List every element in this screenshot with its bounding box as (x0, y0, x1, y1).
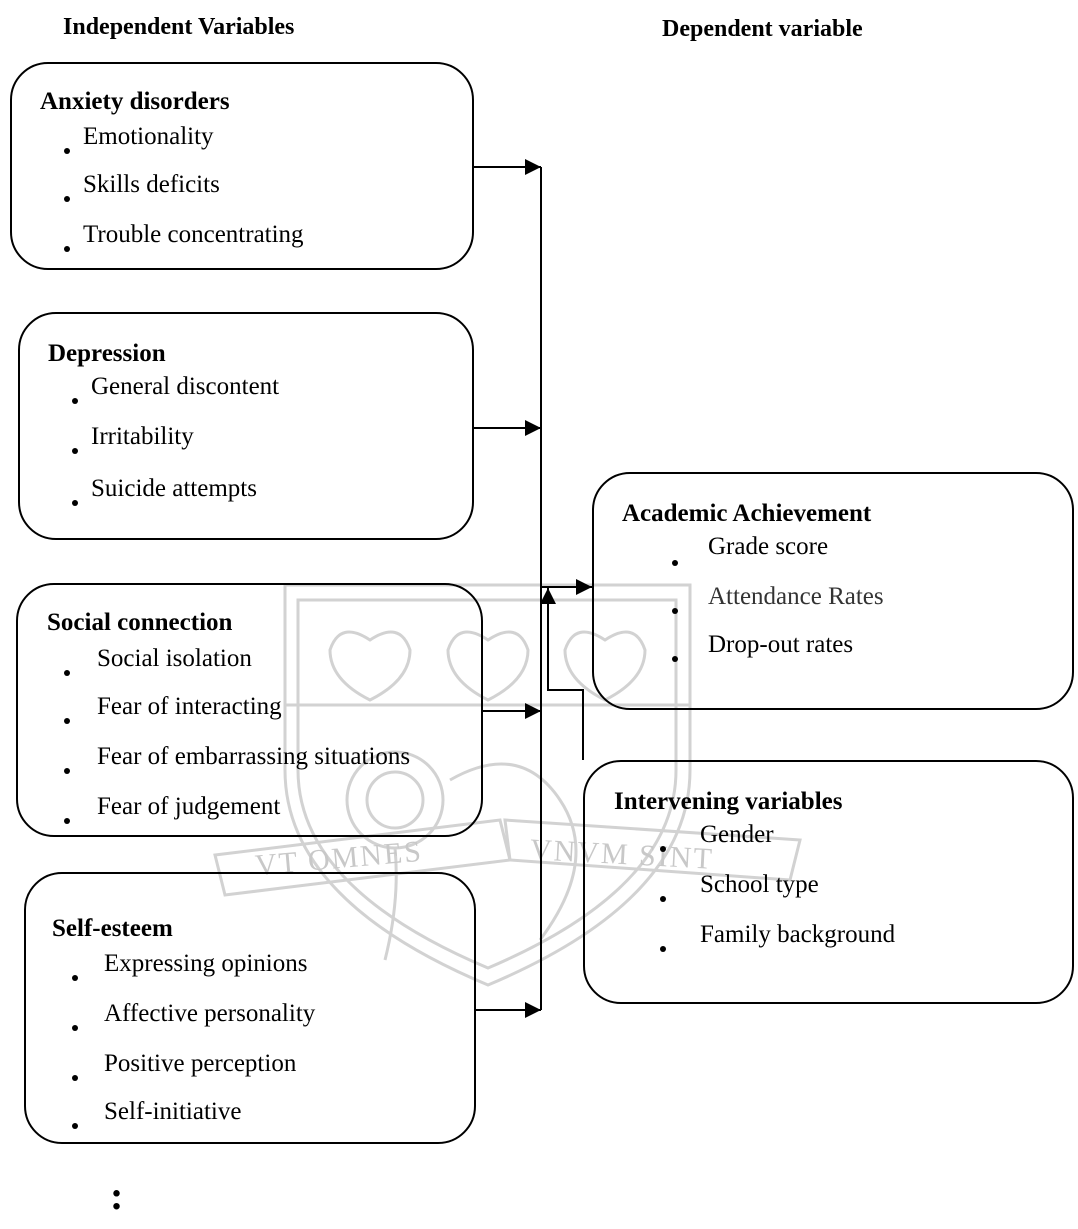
depression-item: Irritability (91, 423, 194, 450)
anxiety-disorders-box (10, 62, 474, 270)
self-esteem-item: Affective personality (104, 1000, 316, 1027)
academic-achievement-box (592, 472, 1074, 710)
depression-item: Suicide attempts (91, 475, 257, 502)
heart-middle (446, 630, 530, 702)
social-item: Fear of judgement (97, 793, 281, 820)
bullet (72, 1123, 78, 1129)
depression-item: General discontent (91, 373, 280, 400)
intervening-connector (540, 588, 584, 760)
bullet (64, 670, 70, 676)
bullet (672, 608, 678, 614)
social-item: Social isolation (97, 645, 252, 672)
footer-mark: : (110, 1173, 124, 1218)
academic-item: Attendance Rates (708, 583, 884, 610)
self-esteem-item: Self-initiative (104, 1098, 242, 1125)
bullet (64, 768, 70, 774)
bullet (72, 975, 78, 981)
independent-variables-heading: Independent Variables (63, 14, 295, 40)
bullet (72, 398, 78, 404)
bullet (672, 656, 678, 662)
anxiety-item: Skills deficits (83, 171, 220, 198)
intervening-item: School type (700, 871, 819, 898)
heart-left (328, 630, 412, 702)
intervening-item: Family background (700, 921, 896, 948)
self-esteem-item: Positive perception (104, 1050, 297, 1077)
social-item: Fear of interacting (97, 693, 282, 720)
bullet (72, 1075, 78, 1081)
bullet (660, 946, 666, 952)
self-esteem-title: Self-esteem (52, 915, 173, 942)
bullet (64, 246, 70, 252)
self-esteem-box (24, 872, 476, 1144)
bullet (64, 196, 70, 202)
bullet (672, 560, 678, 566)
social-connection-title: Social connection (47, 609, 233, 636)
bullet (72, 1025, 78, 1031)
social-item: Fear of embarrassing situations (97, 743, 411, 770)
anxiety-disorders-title: Anxiety disorders (40, 88, 230, 115)
self-esteem-item: Expressing opinions (104, 950, 308, 977)
crest-shield-outline (283, 583, 692, 987)
bullet (64, 818, 70, 824)
intervening-item: Gender (700, 821, 774, 848)
bullet (64, 148, 70, 154)
bullet (660, 846, 666, 852)
depression-box (18, 312, 474, 540)
crest-shield-inner (296, 598, 678, 970)
anxiety-item: Emotionality (83, 123, 214, 150)
social-connection-box (16, 583, 483, 837)
bullet (64, 718, 70, 724)
intervening-variables-box (583, 760, 1074, 1004)
bullet (660, 896, 666, 902)
academic-achievement-title: Academic Achievement (622, 500, 872, 527)
intervening-variables-title: Intervening variables (614, 788, 843, 815)
dependent-variable-heading: Dependent variable (662, 16, 863, 42)
academic-item: Drop-out rates (708, 631, 854, 658)
anxiety-item: Trouble concentrating (83, 221, 304, 248)
depression-title: Depression (48, 340, 166, 367)
bullet (72, 448, 78, 454)
academic-item: Grade score (708, 533, 829, 560)
bullet (72, 500, 78, 506)
ribbon-right (503, 818, 802, 882)
